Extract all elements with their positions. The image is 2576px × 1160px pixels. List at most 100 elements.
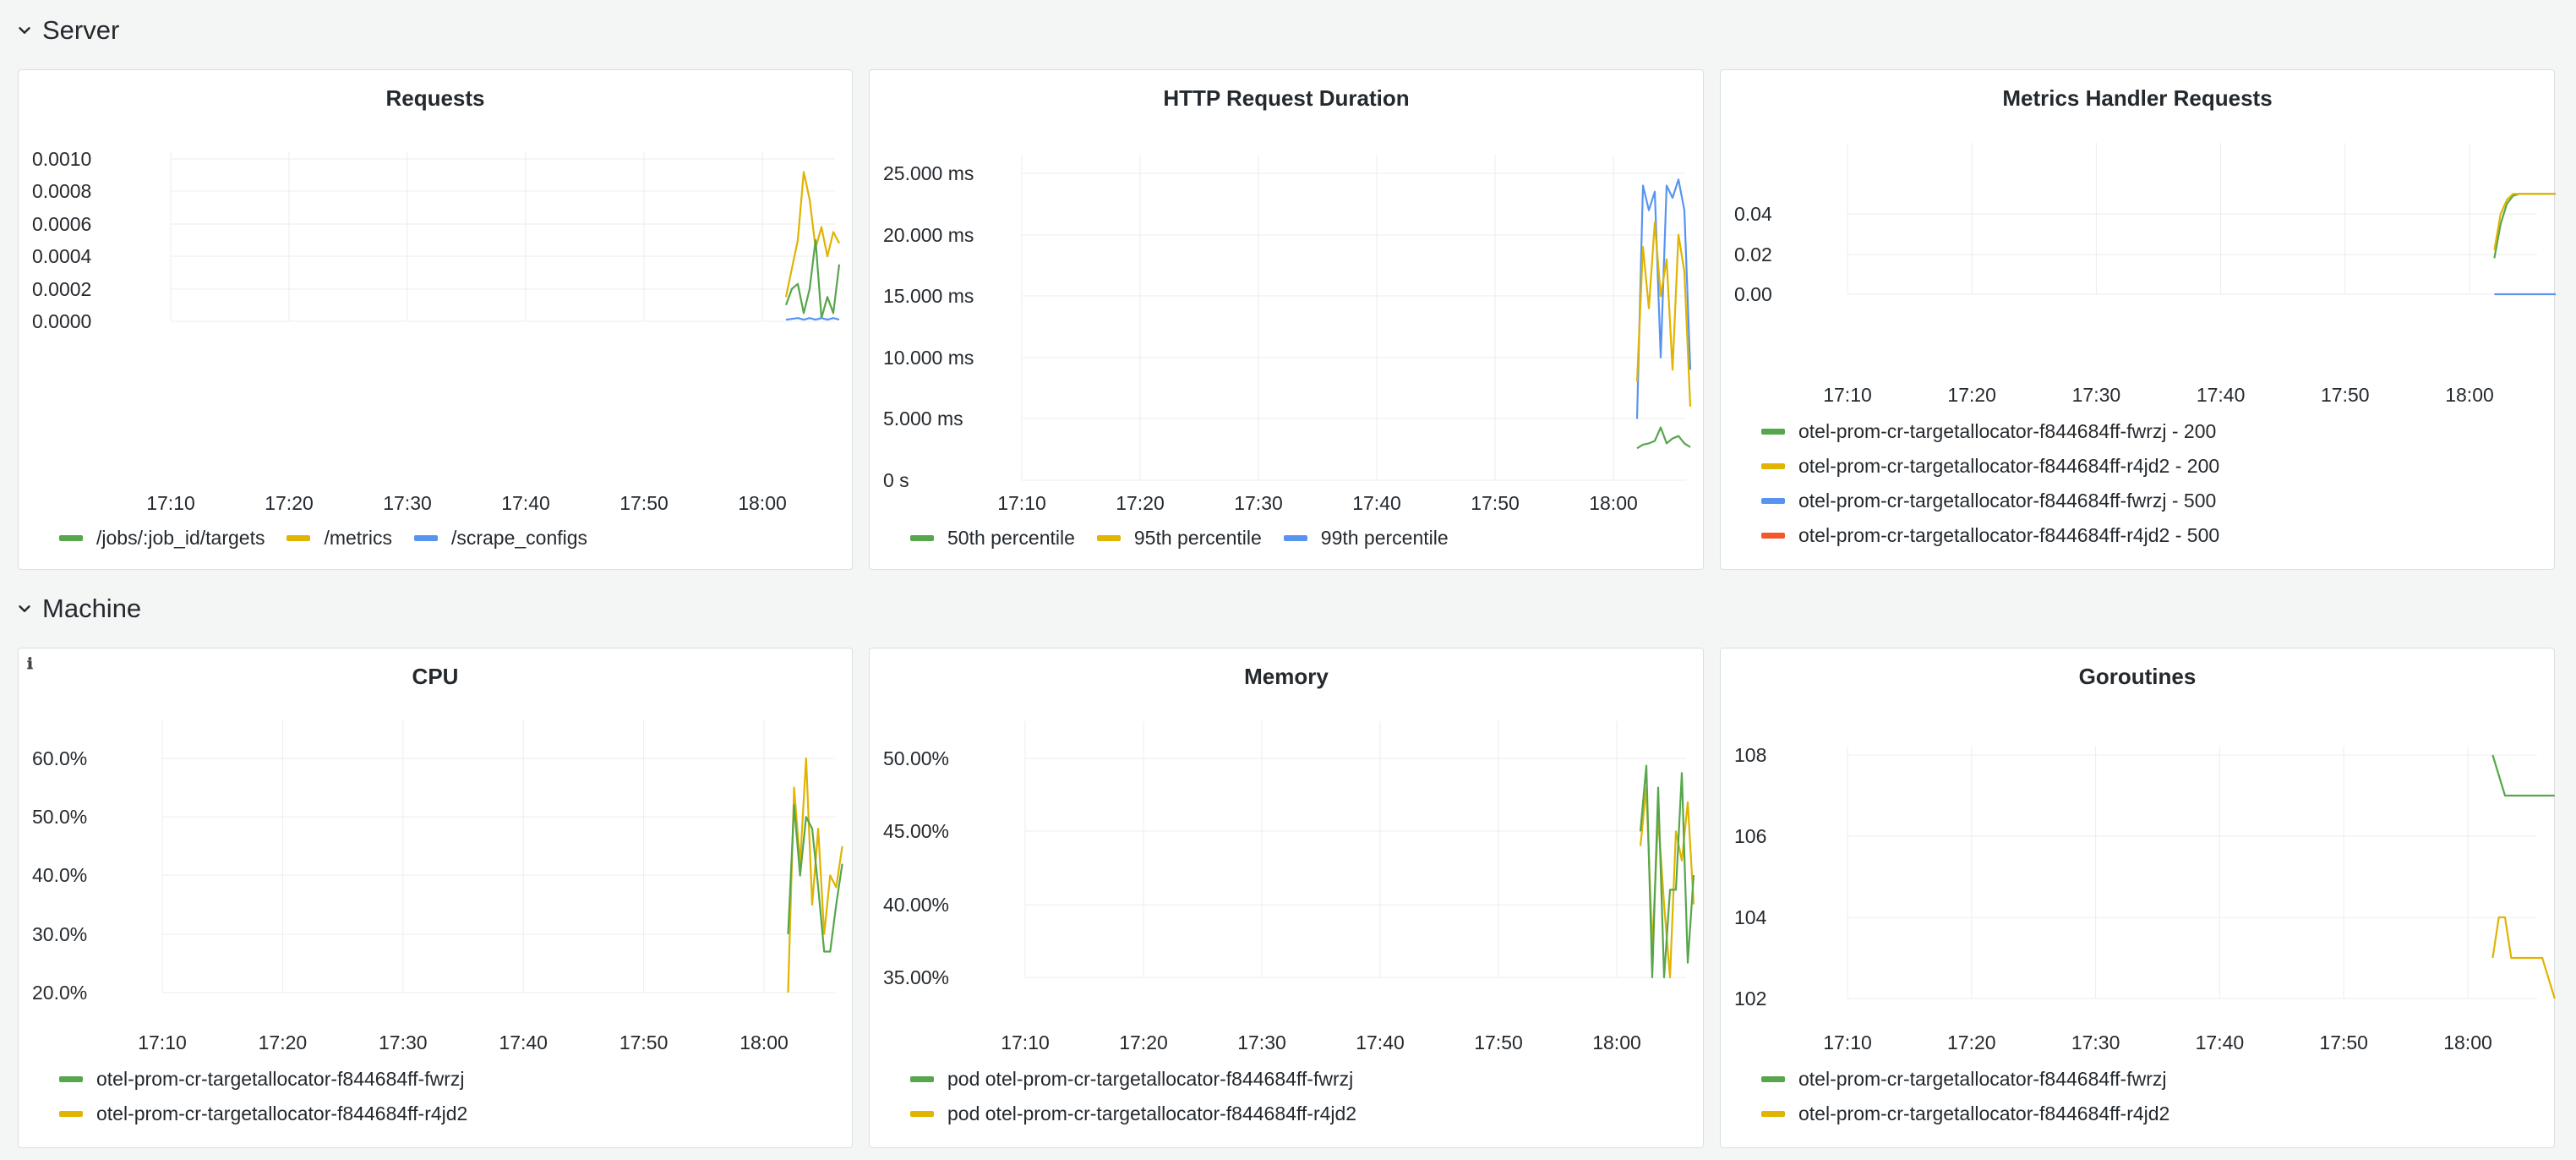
x-tick-label: 17:50: [1474, 1031, 1523, 1053]
info-icon[interactable]: ℹ: [27, 655, 33, 673]
series-line[interactable]: [2493, 193, 2556, 259]
row-title: Machine: [42, 594, 142, 623]
legend-item[interactable]: /jobs/:job_id/targets: [59, 527, 265, 550]
y-tick-label: 0.0002: [32, 278, 91, 300]
x-tick-label: 17:50: [1471, 492, 1520, 514]
y-tick-label: 0.0006: [32, 213, 91, 235]
legend-swatch: [59, 535, 83, 541]
y-tick-label: 60.0%: [32, 747, 87, 769]
legend-item[interactable]: 95th percentile: [1096, 527, 1262, 550]
x-tick-label: 17:10: [1001, 1031, 1050, 1053]
y-tick-label: 0.0000: [32, 310, 91, 332]
x-tick-label: 17:20: [1116, 492, 1165, 514]
x-tick-label: 17:30: [2071, 1031, 2120, 1053]
legend: otel-prom-cr-targetallocator-f844684ff-f…: [1761, 1068, 2169, 1125]
y-tick-label: 0.02: [1734, 243, 1772, 265]
y-tick-label: 0.00: [1734, 283, 1772, 305]
x-tick-label: 17:20: [265, 492, 314, 514]
x-tick-label: 17:40: [1356, 1031, 1405, 1053]
series-line[interactable]: [1636, 426, 1691, 450]
legend-swatch: [1096, 535, 1121, 541]
legend-item[interactable]: otel-prom-cr-targetallocator-f844684ff-f…: [1761, 490, 2219, 512]
row-header-machine[interactable]: Machine: [15, 592, 141, 626]
legend-item[interactable]: otel-prom-cr-targetallocator-f844684ff-r…: [1761, 455, 2219, 478]
series-line[interactable]: [1635, 178, 1692, 419]
legend-item[interactable]: /metrics: [287, 527, 392, 550]
legend-item[interactable]: pod otel-prom-cr-targetallocator-f844684…: [910, 1068, 1356, 1091]
legend: otel-prom-cr-targetallocator-f844684ff-f…: [1761, 420, 2219, 547]
legend-swatch: [1761, 1111, 1785, 1117]
y-tick-label: 102: [1734, 988, 1766, 1010]
legend-swatch: [1761, 1076, 1785, 1082]
legend-item[interactable]: otel-prom-cr-targetallocator-f844684ff-f…: [1761, 420, 2219, 443]
panel-title: Requests: [385, 85, 485, 111]
y-tick-label: 30.0%: [32, 923, 87, 945]
legend-swatch: [1761, 463, 1785, 469]
legend-swatch: [1761, 533, 1785, 539]
y-tick-label: 10.000 ms: [883, 347, 974, 369]
y-tick-label: 0.0010: [32, 148, 91, 170]
legend-swatch: [910, 1076, 934, 1082]
x-tick-label: 17:50: [619, 1031, 669, 1053]
legend-item[interactable]: 50th percentile: [910, 527, 1075, 550]
y-tick-label: 0 s: [883, 469, 909, 491]
x-tick-label: 18:00: [1592, 1031, 1641, 1053]
legend-item[interactable]: otel-prom-cr-targetallocator-f844684ff-f…: [59, 1068, 467, 1091]
y-tick-label: 20.000 ms: [883, 224, 974, 246]
x-tick-label: 17:40: [499, 1031, 548, 1053]
x-tick-label: 17:30: [1237, 1031, 1286, 1053]
series-line[interactable]: [2493, 193, 2556, 250]
legend-item[interactable]: otel-prom-cr-targetallocator-f844684ff-r…: [1761, 1103, 2169, 1125]
series-line[interactable]: [787, 804, 843, 953]
x-tick-label: 18:00: [740, 1031, 789, 1053]
y-tick-label: 20.0%: [32, 982, 87, 1004]
chart-requests[interactable]: 0.00100.00080.00060.00040.00020.000017:1…: [19, 70, 854, 571]
series-line[interactable]: [784, 238, 841, 320]
series-line[interactable]: [785, 317, 840, 321]
y-tick-label: 106: [1734, 825, 1766, 847]
legend: /jobs/:job_id/targets /metrics /scrape_c…: [59, 527, 587, 550]
legend: pod otel-prom-cr-targetallocator-f844684…: [910, 1068, 1356, 1125]
row-header-server[interactable]: Server: [15, 14, 119, 47]
series-line[interactable]: [1635, 222, 1692, 407]
series-line[interactable]: [1639, 764, 1695, 979]
y-tick-label: 0.0008: [32, 180, 91, 202]
legend-swatch: [59, 1111, 83, 1117]
series-line[interactable]: [2491, 754, 2555, 797]
row-title: Server: [42, 15, 120, 45]
legend-item[interactable]: 99th percentile: [1283, 527, 1449, 550]
y-tick-label: 15.000 ms: [883, 285, 974, 307]
legend-swatch: [1283, 535, 1307, 541]
y-tick-label: 50.00%: [883, 747, 949, 769]
x-tick-label: 17:40: [2196, 1031, 2245, 1053]
legend-item[interactable]: otel-prom-cr-targetallocator-f844684ff-f…: [1761, 1068, 2169, 1091]
legend-item[interactable]: /scrape_configs: [413, 527, 587, 550]
y-tick-label: 35.00%: [883, 966, 949, 988]
series-line[interactable]: [2491, 916, 2556, 999]
legend-item[interactable]: pod otel-prom-cr-targetallocator-f844684…: [910, 1103, 1356, 1125]
x-tick-label: 17:10: [1823, 384, 1872, 406]
x-tick-label: 17:40: [1352, 492, 1401, 514]
legend-item[interactable]: otel-prom-cr-targetallocator-f844684ff-r…: [59, 1103, 467, 1125]
chevron-down-icon: [19, 27, 30, 34]
panel-title: HTTP Request Duration: [1163, 85, 1410, 111]
legend-item[interactable]: otel-prom-cr-targetallocator-f844684ff-r…: [1761, 524, 2219, 547]
x-tick-label: 17:20: [1119, 1031, 1168, 1053]
x-tick-label: 17:10: [1823, 1031, 1872, 1053]
panel-title: Goroutines: [2078, 664, 2197, 689]
y-tick-label: 40.00%: [883, 894, 949, 916]
x-tick-label: 17:40: [501, 492, 550, 514]
legend-swatch: [1761, 429, 1785, 435]
panel-title: CPU: [412, 664, 459, 689]
